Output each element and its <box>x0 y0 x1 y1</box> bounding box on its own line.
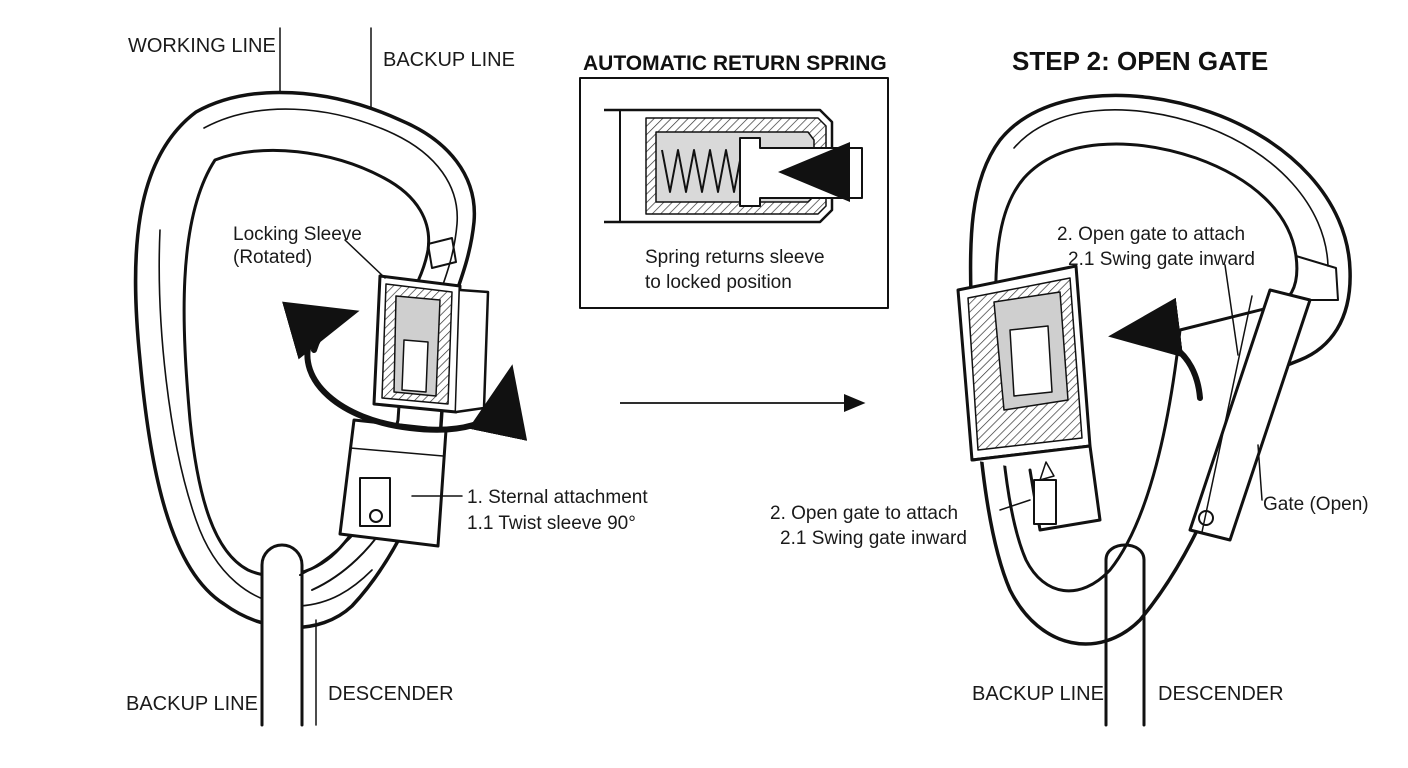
sternal-attachment-label: 1. Sternal attachment <box>467 487 648 508</box>
spring-inset <box>579 77 889 309</box>
locking-sleeve-rotated-label: (Rotated) <box>233 247 312 268</box>
inset-caption-line2: to locked position <box>645 272 792 293</box>
inset-caption-line1: Spring returns sleeve <box>645 247 825 268</box>
backup-line-right-label: BACKUP LINE <box>972 683 1104 705</box>
open-gate-callout-top: 2. Open gate to attach <box>1057 224 1245 245</box>
descender-right-label: DESCENDER <box>1158 683 1284 705</box>
swing-gate-callout-top: 2.1 Swing gate inward <box>1068 249 1255 270</box>
twist-sleeve-label: 1.1 Twist sleeve 90° <box>467 513 636 534</box>
right-carabiner <box>956 93 1352 727</box>
left-carabiner <box>133 27 528 730</box>
inset-title: AUTOMATIC RETURN SPRING <box>583 52 887 75</box>
descender-left-label: DESCENDER <box>328 683 454 705</box>
locking-sleeve-label: Locking Sleeve <box>233 224 362 245</box>
gate-open-label: Gate (Open) <box>1263 494 1369 515</box>
open-gate-callout-left: 2. Open gate to attach <box>770 503 958 524</box>
backup-line-top-label: BACKUP LINE <box>383 49 515 71</box>
swing-gate-callout-left: 2.1 Swing gate inward <box>780 528 967 549</box>
backup-line-bottom-left-label: BACKUP LINE <box>126 693 258 715</box>
step2-title: STEP 2: OPEN GATE <box>1012 46 1268 76</box>
working-line-label: WORKING LINE <box>128 35 276 57</box>
